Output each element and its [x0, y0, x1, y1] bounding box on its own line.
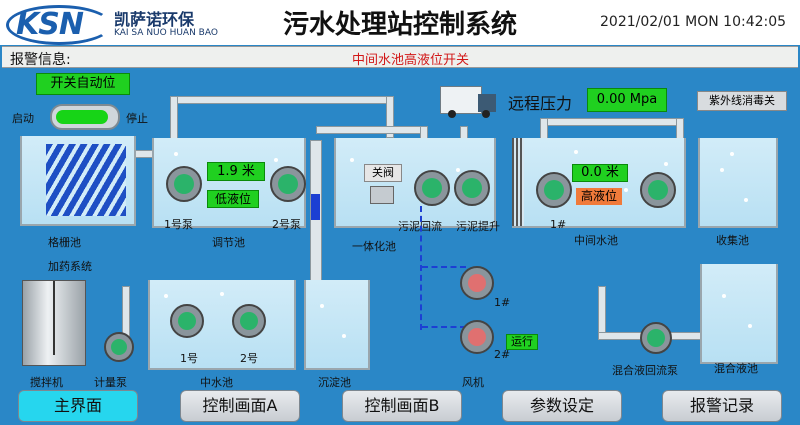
company-name-en: KAI SA NUO HUAN BAO: [114, 28, 218, 38]
auto-mode-indicator: 开关自动位: [36, 73, 130, 95]
alarm-label: 报警信息:: [10, 52, 71, 68]
blower1-icon[interactable]: [460, 266, 494, 300]
alarm-bar: 报警信息: 中间水池高液位开关: [2, 46, 798, 68]
mixer-label: 搅拌机: [30, 376, 63, 389]
intermediate-level-value: 0.0 米: [572, 164, 628, 182]
nav-main-button[interactable]: 主界面: [18, 390, 138, 422]
sludge-lift-label: 污泥提升: [456, 220, 500, 233]
blower-label: 风机: [462, 376, 484, 389]
blower2-label: 2#: [494, 348, 511, 361]
mid-water-pump2-icon[interactable]: [232, 304, 266, 338]
metering-pump-label: 计量泵: [94, 376, 127, 389]
regulating-pump2-label: 2号泵: [272, 218, 301, 231]
blower2-icon[interactable]: [460, 320, 494, 354]
intermediate-pump1-icon[interactable]: [536, 172, 572, 208]
sediment-tank-label: 沉淀池: [318, 376, 351, 389]
flow-indicator: [311, 194, 320, 220]
stop-label: 停止: [126, 112, 148, 125]
regulating-level-status: 低液位: [207, 190, 259, 208]
pipe: [170, 96, 394, 104]
regulating-pump1-icon[interactable]: [166, 166, 202, 202]
nav-params-button[interactable]: 参数设定: [502, 390, 622, 422]
header-bar: KSN 凯萨诺环保 KAI SA NUO HUAN BAO 污水处理站控制系统 …: [0, 0, 800, 45]
mid-water-pump1-icon[interactable]: [170, 304, 204, 338]
mid-water-tank-label: 中水池: [200, 376, 233, 389]
grille-screen-icon: [46, 144, 126, 216]
grille-tank: [20, 136, 136, 226]
nav-alarms-button[interactable]: 报警记录: [662, 390, 782, 422]
mix-return-pump-label: 混合液回流泵: [612, 364, 678, 377]
collecting-tank: [698, 138, 778, 228]
company-name-cn: 凯萨诺环保: [114, 10, 195, 29]
sediment-tank: [304, 280, 370, 370]
company-logo: KSN: [6, 3, 112, 45]
grille-tank-label: 格栅池: [48, 236, 81, 249]
blower2-running-status: 运行: [506, 334, 538, 350]
mixing-tank-label: 混合液池: [714, 362, 758, 375]
valve-close-button[interactable]: 关阀: [364, 164, 402, 182]
uv-disinfection-button[interactable]: 紫外线消毒关: [697, 91, 787, 111]
truck-icon: [440, 86, 482, 114]
regulating-level-value: 1.9 米: [207, 162, 265, 181]
regulating-pump1-label: 1号泵: [164, 218, 193, 231]
valve-icon[interactable]: [370, 186, 394, 204]
mixer-tank-icon[interactable]: [22, 280, 86, 366]
toggle-knob: [56, 110, 108, 124]
logo-text: KSN: [16, 7, 84, 42]
page-title: 污水处理站控制系统: [282, 10, 517, 40]
regulating-tank-label: 调节池: [212, 236, 245, 249]
sludge-return-pump-icon[interactable]: [414, 170, 450, 206]
intermediate-tank-label: 中间水池: [574, 234, 618, 247]
nav-control-b-button[interactable]: 控制画面B: [342, 390, 462, 422]
datetime-display: 2021/02/01 MON 10:42:05: [600, 14, 787, 30]
intermediate-high-level-indicator: 高液位: [576, 188, 622, 205]
blower1-label: 1#: [494, 296, 511, 309]
nav-control-a-button[interactable]: 控制画面A: [180, 390, 300, 422]
integrated-tank-label: 一体化池: [352, 240, 396, 253]
collecting-tank-label: 收集池: [716, 234, 749, 247]
start-label: 启动: [12, 112, 34, 125]
intermediate-pump1-label: 1#: [550, 218, 567, 231]
dosing-system-label: 加药系统: [48, 260, 92, 273]
metering-pump-icon[interactable]: [104, 332, 134, 362]
remote-pressure-value: 0.00 Mpa: [587, 88, 667, 112]
sludge-lift-pump-icon[interactable]: [454, 170, 490, 206]
start-stop-toggle[interactable]: [50, 104, 120, 130]
mixing-tank: [700, 264, 778, 364]
mid-water-pump2-label: 2号: [240, 352, 258, 365]
intermediate-pump2-icon[interactable]: [640, 172, 676, 208]
alarm-message: 中间水池高液位开关: [352, 53, 470, 68]
mix-return-pump-icon[interactable]: [640, 322, 672, 354]
regulating-pump2-icon[interactable]: [270, 166, 306, 202]
remote-pressure-label: 远程压力: [508, 94, 573, 113]
mid-water-pump1-label: 1号: [180, 352, 198, 365]
